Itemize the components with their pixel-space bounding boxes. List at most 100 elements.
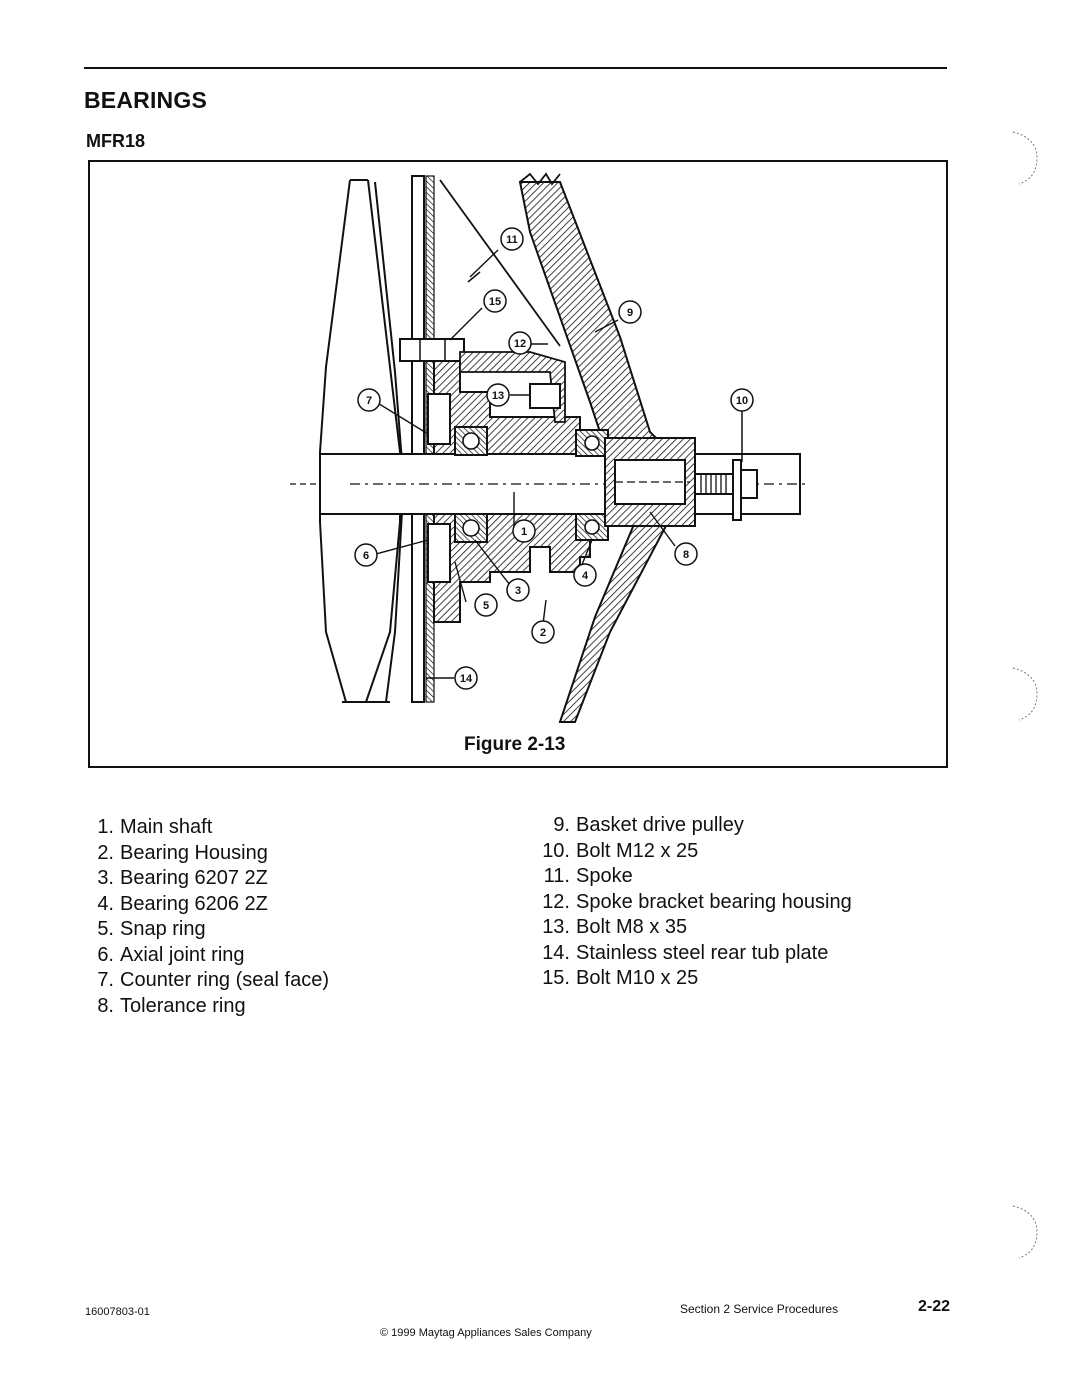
- legend-item-number: 7.: [97, 969, 114, 991]
- callout-8: 8: [674, 542, 698, 566]
- svg-text:10: 10: [736, 395, 748, 407]
- callout-9: 9: [618, 300, 642, 324]
- spoke-line: [439, 179, 561, 347]
- legend-item-number: 2.: [97, 841, 114, 864]
- spoke-bracket: [459, 351, 566, 423]
- legend-item: 3. Bearing 6207 2Z: [88, 866, 329, 892]
- legend-item-number: 4.: [97, 892, 114, 915]
- legend-item-label: Spoke: [576, 865, 633, 887]
- binding-hole-mark: [1012, 1205, 1038, 1259]
- legend-item: 2. Bearing Housing: [88, 841, 329, 867]
- legend-item-number: 14.: [542, 941, 570, 964]
- legend-left: 1. Main shaft 2. Bearing Housing 3. Bearing 6…: [88, 815, 329, 1019]
- legend-item: 8. Tolerance ring: [88, 994, 329, 1020]
- svg-text:1: 1: [521, 526, 527, 538]
- legend-item-number: 8.: [97, 994, 114, 1017]
- legend-item-label: Spoke bracket bearing housing: [576, 890, 852, 913]
- legend-item-label: Bearing 6206 2Z: [120, 892, 268, 915]
- legend-item: 6. Axial joint ring: [88, 943, 329, 969]
- page-title: BEARINGS: [84, 87, 208, 113]
- legend-item-number: 12.: [542, 890, 570, 913]
- legend-item-label: Bolt M10 x 25: [576, 967, 699, 989]
- model-subtitle: MFR18: [86, 131, 146, 151]
- binding-hole-mark: [1012, 131, 1038, 185]
- svg-text:8: 8: [683, 549, 689, 561]
- callout-10: 10: [730, 388, 754, 412]
- legend-item-number: 5.: [97, 918, 114, 940]
- bolt-m10: [399, 338, 465, 362]
- legend-item: 11. Spoke: [514, 864, 852, 890]
- document-number: 16007803-01: [85, 1306, 150, 1318]
- callout-6: 6: [354, 543, 378, 567]
- legend-item-number: 13.: [542, 916, 570, 938]
- legend-item-label: Tolerance ring: [120, 994, 246, 1017]
- svg-text:3: 3: [515, 585, 521, 597]
- section-label: Section 2 Service Procedures: [680, 1302, 839, 1316]
- callout-12: 12: [508, 331, 532, 355]
- bolt-m12-head: [740, 469, 758, 499]
- rear-tub-plate: [411, 175, 425, 703]
- legend-item: 9. Basket drive pulley: [514, 813, 852, 839]
- basket-drive-pulley: [518, 181, 682, 723]
- legend-item: 5. Snap ring: [88, 917, 329, 943]
- callout-13: 13: [486, 383, 510, 407]
- legend-item-number: 9.: [553, 814, 570, 836]
- legend-item: 15. Bolt M10 x 25: [514, 966, 852, 992]
- callout-5: 5: [474, 593, 498, 617]
- legend-item-label: Snap ring: [120, 918, 206, 940]
- bolt-m12-washer: [732, 459, 742, 521]
- legend-item: 4. Bearing 6206 2Z: [88, 892, 329, 918]
- legend-item: 7. Counter ring (seal face): [88, 968, 329, 994]
- legend-item-label: Stainless steel rear tub plate: [576, 941, 829, 964]
- header-rule: [84, 67, 947, 69]
- callout-3: 3: [506, 578, 530, 602]
- svg-text:6: 6: [363, 550, 369, 562]
- svg-text:15: 15: [489, 296, 501, 308]
- legend-item-label: Bolt M12 x 25: [576, 839, 699, 862]
- svg-text:9: 9: [627, 307, 633, 319]
- legend-item: 13. Bolt M8 x 35: [514, 915, 852, 941]
- legend-item: 10. Bolt M12 x 25: [514, 839, 852, 865]
- callout-14: 14: [454, 666, 478, 690]
- axial-joint-ring: [427, 523, 451, 583]
- bearing-assembly-diagram: 11 15 12 13 9 10 7 6 1 4 8 3 5 2 14: [290, 172, 810, 723]
- tub-outline-outer: [319, 179, 351, 703]
- figure-caption: Figure 2-13: [464, 734, 566, 755]
- svg-text:5: 5: [483, 600, 489, 612]
- legend-item-label: Bolt M8 x 35: [576, 916, 688, 938]
- page-number: 2-22: [918, 1298, 951, 1315]
- legend-item-number: 3.: [97, 867, 114, 889]
- callout-7: 7: [357, 388, 381, 412]
- svg-text:14: 14: [460, 673, 473, 685]
- legend-item-label: Bearing Housing: [120, 841, 268, 864]
- binding-hole-mark: [1012, 667, 1038, 721]
- legend-item-number: 11.: [543, 865, 570, 887]
- legend-item-label: Axial joint ring: [120, 943, 245, 966]
- svg-text:2: 2: [540, 627, 546, 639]
- svg-text:11: 11: [506, 234, 518, 246]
- legend-item-label: Basket drive pulley: [576, 814, 744, 836]
- legend-item-number: 15.: [542, 967, 570, 989]
- callout-1: 1: [512, 519, 536, 543]
- svg-text:4: 4: [582, 570, 589, 582]
- tolerance-ring: [614, 459, 686, 505]
- legend-item-number: 6.: [97, 943, 114, 966]
- bolt-m8: [529, 383, 561, 409]
- svg-text:13: 13: [492, 390, 504, 402]
- legend-item: 12. Spoke bracket bearing housing: [514, 890, 852, 916]
- legend-item: 1. Main shaft: [88, 815, 329, 841]
- legend-item-number: 1.: [97, 816, 114, 838]
- legend-item-label: Main shaft: [120, 816, 213, 838]
- legend-item-label: Bearing 6207 2Z: [120, 867, 268, 889]
- legend-item: 14. Stainless steel rear tub plate: [514, 941, 852, 967]
- legend-item-number: 10.: [542, 839, 570, 862]
- legend-item-label: Counter ring (seal face): [120, 969, 329, 991]
- callout-15: 15: [483, 289, 507, 313]
- svg-text:12: 12: [514, 338, 526, 350]
- copyright: © 1999 Maytag Appliances Sales Company: [380, 1327, 592, 1339]
- figure-frame: 11 15 12 13 9 10 7 6 1 4 8 3 5 2 14 Figu…: [88, 160, 948, 768]
- counter-ring: [427, 393, 451, 445]
- callout-4: 4: [573, 563, 597, 587]
- svg-text:7: 7: [366, 395, 372, 407]
